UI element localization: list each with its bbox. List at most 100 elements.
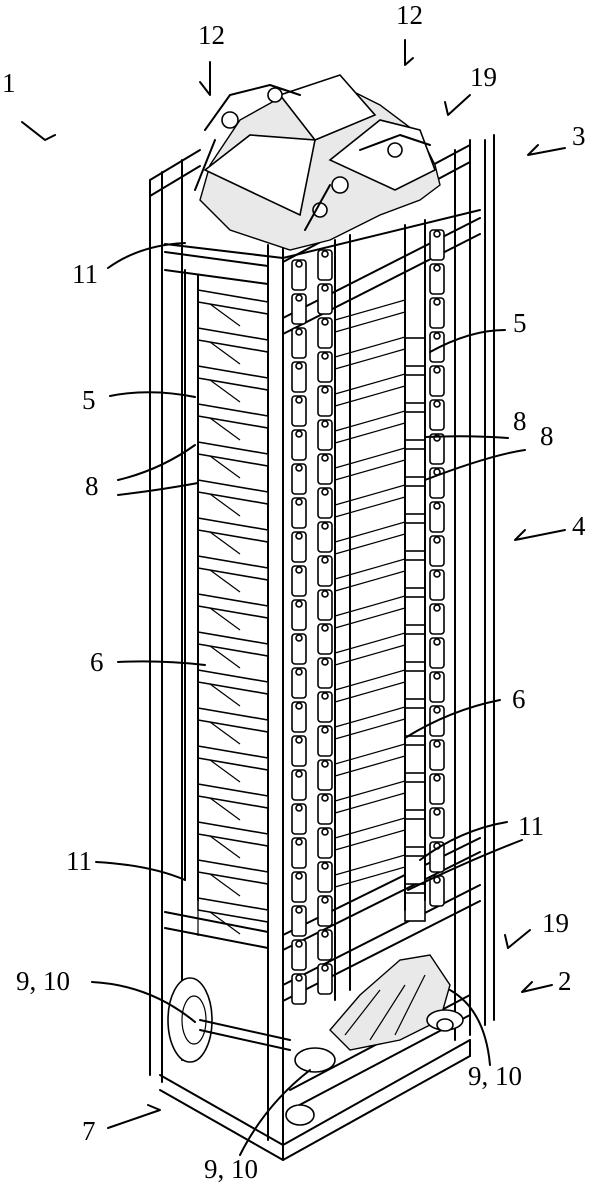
label-9-10-right: 9, 10 [468,1061,522,1091]
right-tray [334,373,426,441]
left-tray [197,783,269,822]
chain-link [291,939,307,971]
leader-8d [424,449,526,481]
leader-6a [117,660,206,666]
chain-link [317,487,333,519]
chain-link [291,361,307,393]
leader-8c [424,435,509,439]
left-tray [197,479,269,518]
leader-910a [91,981,196,1023]
leader-8b [117,482,199,496]
chain-link [291,497,307,529]
chain-link [317,589,333,621]
arrow-1 [21,121,56,141]
leader-5b [429,329,506,353]
left-tray [197,517,269,556]
arrow-19b [504,929,531,949]
right-tray [334,447,426,515]
chain-link [291,531,307,563]
chain-link [317,759,333,791]
label-5-right: 5 [513,308,527,338]
label-7: 7 [82,1116,96,1146]
chain-link [291,973,307,1005]
chain-link [317,963,333,995]
label-3: 3 [572,121,586,151]
chain-link [317,623,333,655]
label-19-top: 19 [470,62,497,92]
leader-11c [407,839,523,891]
label-8-right-1: 8 [513,406,527,436]
chain-link [317,895,333,927]
label-6-right: 6 [512,684,526,714]
label-12-right: 12 [396,0,423,30]
chain-link [317,249,333,281]
chain-left [291,249,333,1005]
leader-910c [239,1069,311,1156]
chain-link [429,671,445,703]
label-6-left: 6 [90,647,104,677]
chain-link [291,259,307,291]
label-12-left: 12 [198,20,225,50]
leader-11d [95,861,186,881]
label-2: 2 [558,966,572,996]
left-tray [197,821,269,860]
chain-right [429,229,445,907]
bottom-turning-section [167,954,464,1126]
chain-link [291,905,307,937]
chain-link [317,283,333,315]
arrow-12b [404,39,414,66]
right-tray [334,336,426,404]
label-11-top: 11 [72,259,98,289]
label-5-left: 5 [82,385,96,415]
chain-link [429,399,445,431]
chain-link [317,385,333,417]
chain-link [291,565,307,597]
label-11-right: 11 [518,811,544,841]
chain-link [317,793,333,825]
chain-link [317,861,333,893]
chain-link [429,739,445,771]
chain-link [429,773,445,805]
label-19-bottom: 19 [542,908,569,938]
chain-link [291,735,307,767]
chain-link [429,535,445,567]
chain-link [429,569,445,601]
arrow-3 [527,144,566,156]
chain-link [317,351,333,383]
chain-link [291,429,307,461]
chain-link [429,433,445,465]
arrow-4 [514,529,566,541]
chain-link [291,667,307,699]
arrow-2 [521,981,553,993]
label-1: 1 [2,68,16,98]
chain-link [317,453,333,485]
chain-link [429,297,445,329]
chain-link [291,837,307,869]
chain-link [291,871,307,903]
chain-link [317,929,333,961]
chain-link [317,419,333,451]
label-8-right-2: 8 [540,421,554,451]
arrow-7 [107,1104,161,1129]
left-tray-stack [184,269,269,936]
left-tray [197,365,269,404]
leader-5a [109,391,196,398]
left-tray [197,593,269,632]
chain-link [317,691,333,723]
leader-lines [21,39,566,1156]
left-tray [197,441,269,480]
chain-link [291,395,307,427]
chain-link [429,263,445,295]
leader-11b [419,821,508,861]
left-tray [197,745,269,784]
left-tray [197,631,269,670]
chain-link [429,467,445,499]
leader-11a [107,242,186,269]
left-tray [197,555,269,594]
chain-link [429,365,445,397]
chain-link [317,657,333,689]
chain-link [291,599,307,631]
left-tray [197,669,269,708]
label-4: 4 [572,511,586,541]
